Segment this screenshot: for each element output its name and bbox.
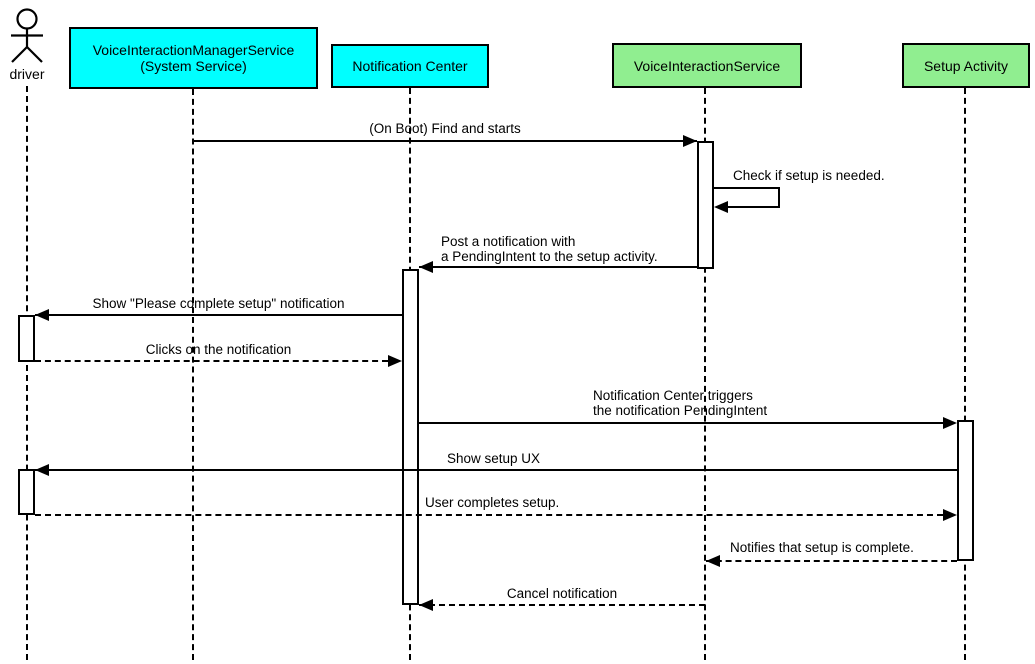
lifeline-voice-interaction-service: [704, 88, 706, 660]
lifeline-voice-interaction-manager-service: [192, 89, 194, 660]
message-label-notifies-setup-complete: Notifies that setup is complete.: [730, 540, 914, 555]
participant-setup-activity: Setup Activity: [902, 43, 1030, 88]
activation-driver-2: [18, 469, 35, 515]
arrowhead-left-icon: [35, 309, 49, 321]
message-line-clicks-on-notification: [35, 360, 388, 362]
arrowhead-left-icon: [35, 464, 49, 476]
message-label-on-boot-find-and-starts: (On Boot) Find and starts: [369, 121, 521, 136]
message-label-cancel-notification: Cancel notification: [506, 586, 618, 601]
message-label-check-if-setup-is-needed: Check if setup is needed.: [733, 168, 885, 183]
lifeline-driver: [26, 86, 28, 660]
self-message-line-side: [778, 187, 780, 208]
message-label-show-complete-setup-notification: Show "Please complete setup" notificatio…: [92, 296, 345, 311]
arrowhead-right-icon: [388, 355, 402, 367]
activation-notification-center: [402, 269, 419, 605]
message-line-cancel-notification: [419, 604, 705, 606]
actor-label: driver: [9, 66, 45, 82]
self-message-line-back: [728, 206, 780, 208]
arrowhead-right-icon: [943, 417, 957, 429]
message-line-notifies-setup-complete: [706, 560, 957, 562]
message-label-clicks-on-notification: Clicks on the notification: [145, 342, 292, 357]
message-label-post-notification: Post a notification with a PendingIntent…: [441, 234, 658, 264]
message-label-show-setup-ux: Show setup UX: [447, 451, 541, 466]
person-icon: [11, 8, 43, 63]
activation-voice-interaction-service: [697, 141, 714, 269]
participant-voice-interaction-manager-service: VoiceInteractionManagerService (System S…: [69, 27, 318, 89]
arrowhead-left-icon: [419, 261, 433, 273]
message-line-triggers-pendingintent: [419, 422, 943, 424]
message-line-show-complete-setup-notification: [35, 314, 402, 316]
lifeline-setup-activity: [964, 88, 966, 660]
message-line-post-notification: [419, 266, 697, 268]
arrowhead-right-icon: [683, 135, 697, 147]
message-line-on-boot-find-and-starts: [193, 140, 697, 142]
arrowhead-left-icon: [706, 555, 720, 567]
self-message-line-out: [714, 187, 780, 189]
activation-driver-1: [18, 315, 35, 362]
activation-setup-activity: [957, 420, 974, 561]
participant-voice-interaction-service: VoiceInteractionService: [612, 43, 802, 88]
arrowhead-left-icon: [419, 599, 433, 611]
arrowhead-right-icon: [943, 509, 957, 521]
message-line-show-setup-ux: [35, 469, 957, 471]
arrowhead-left-icon: [714, 201, 728, 213]
message-line-user-completes-setup: [35, 514, 943, 516]
message-label-triggers-pendingintent: Notification Center triggers the notific…: [593, 388, 768, 418]
message-label-user-completes-setup: User completes setup.: [425, 495, 560, 510]
participant-notification-center: Notification Center: [331, 44, 489, 88]
